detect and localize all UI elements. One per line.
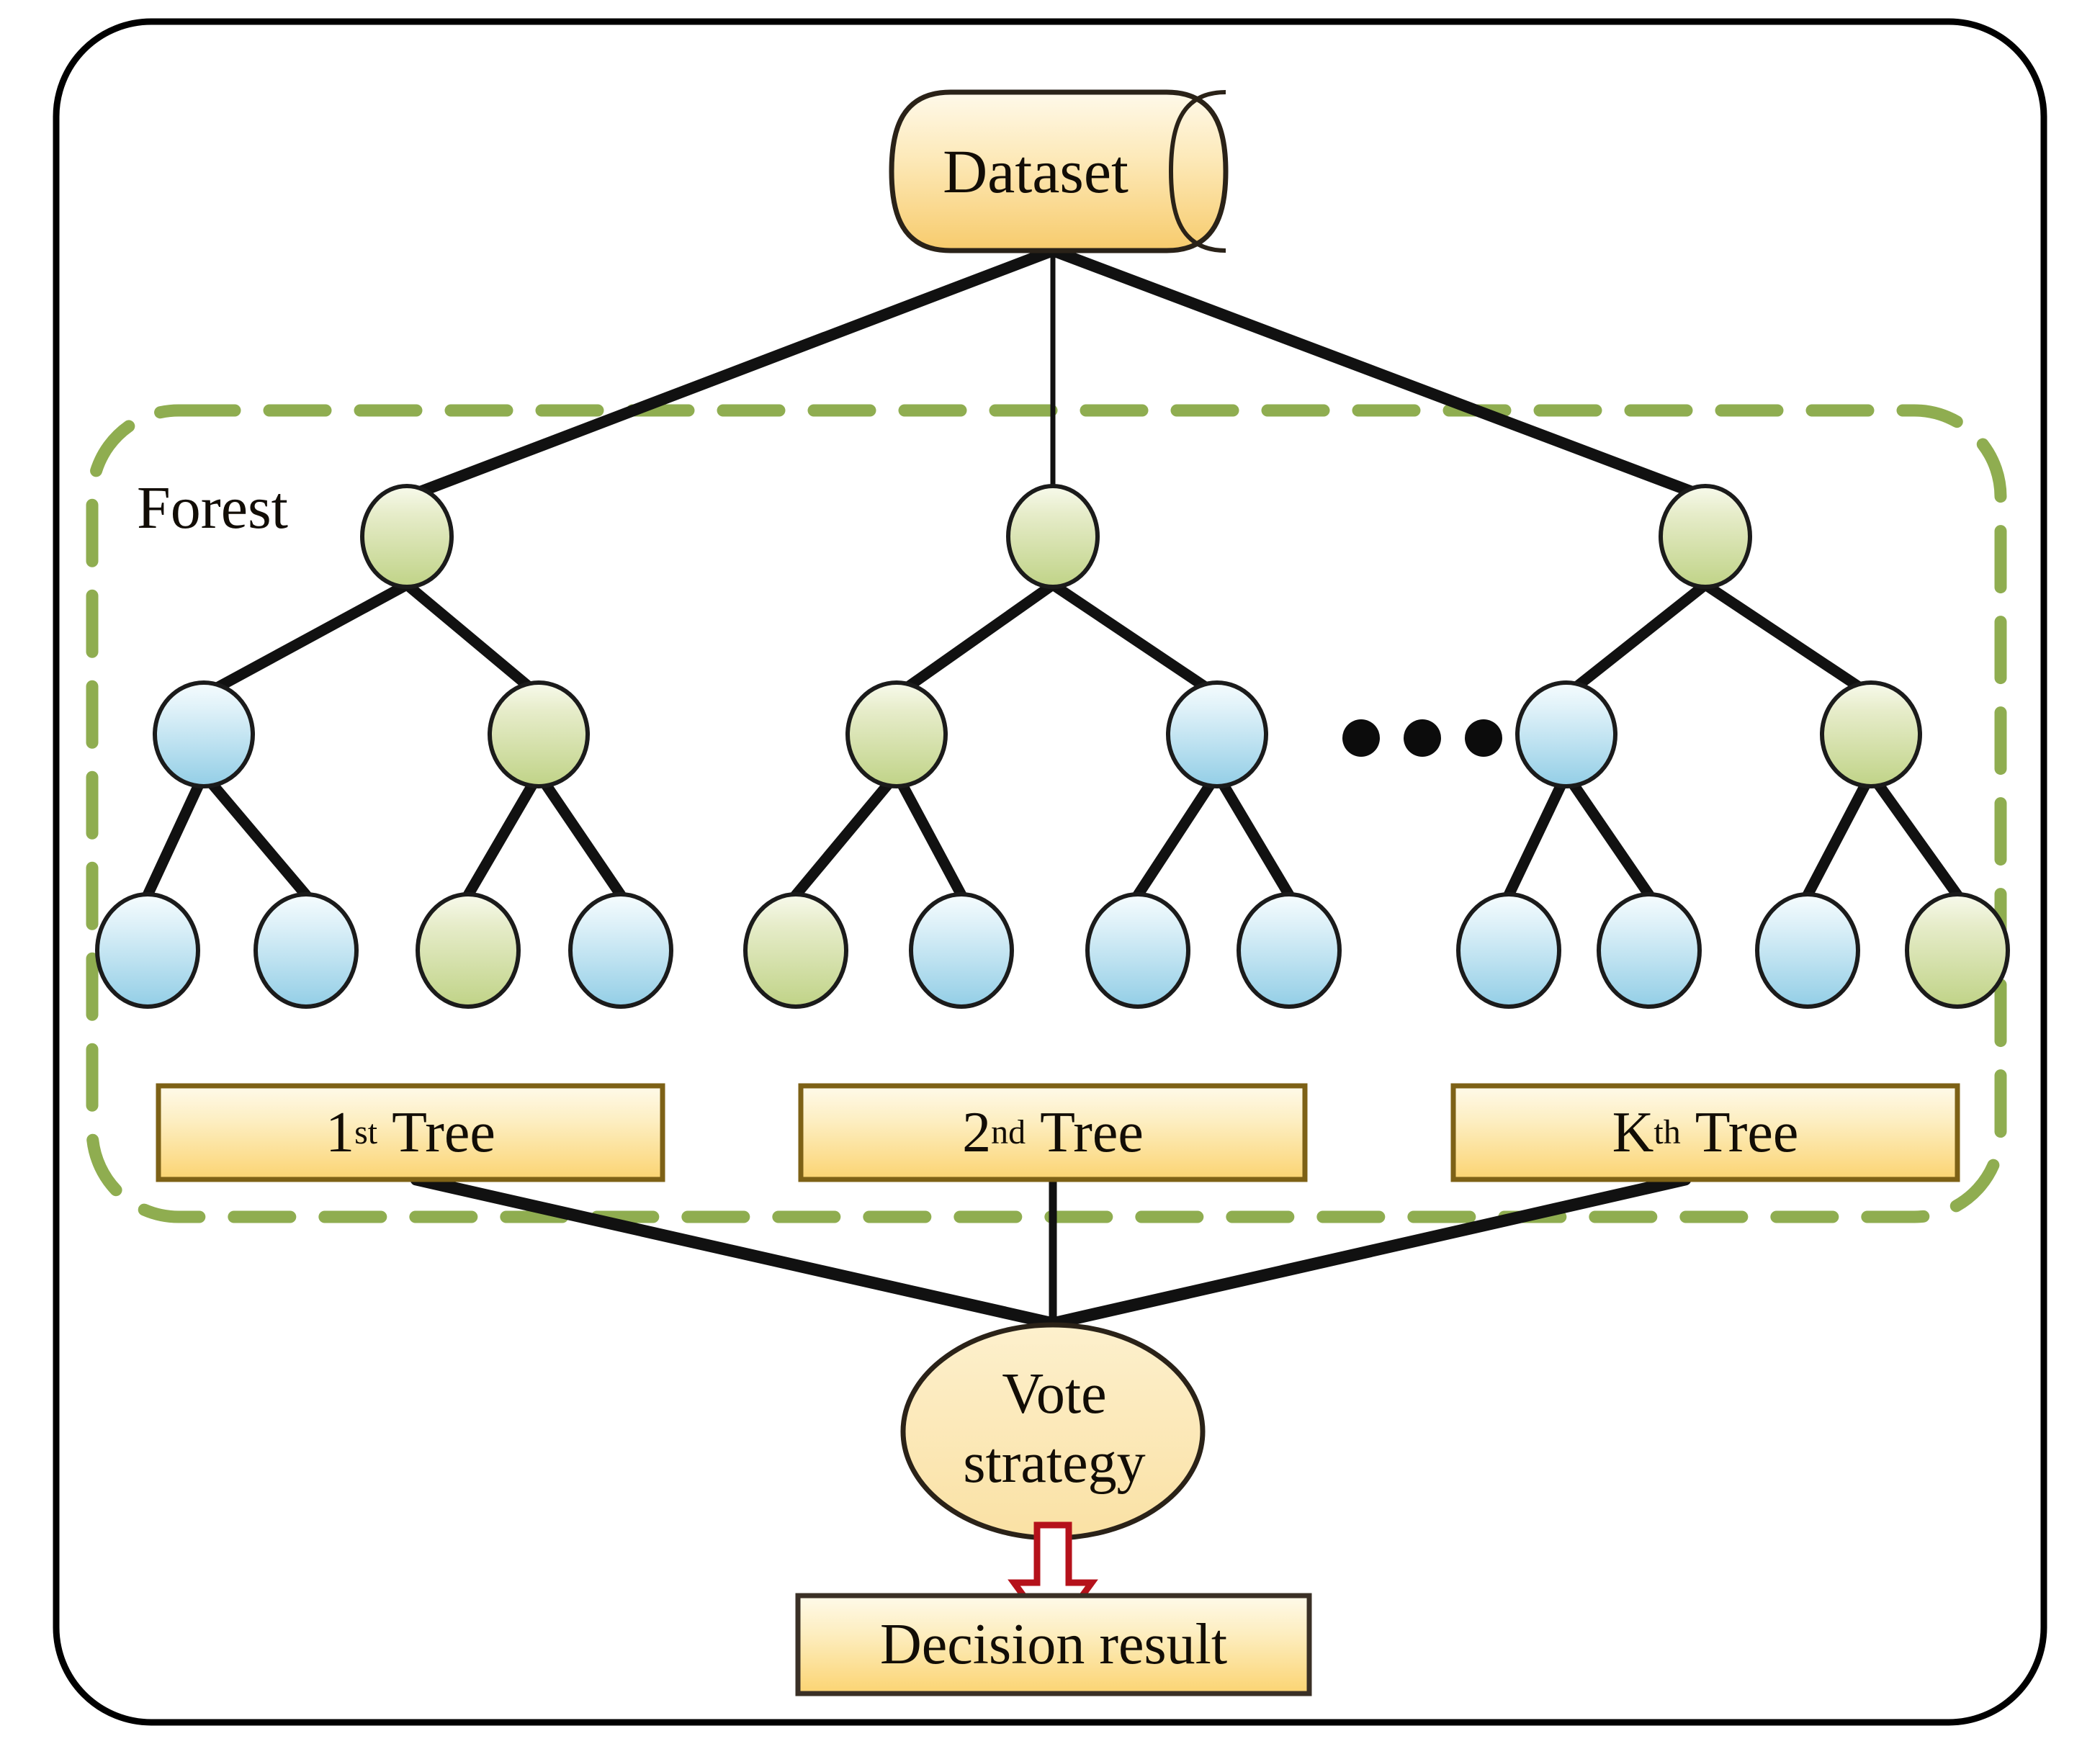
- tree-root-node: [1659, 484, 1752, 589]
- forest-group-box: [86, 404, 2007, 1223]
- tree-root-node: [1006, 484, 1100, 589]
- tree-label-box: [156, 1083, 665, 1182]
- tree-leaf-node: [743, 892, 848, 1009]
- tree-internal-node: [1166, 680, 1268, 788]
- tree-internal-node: [845, 680, 948, 788]
- tree-internal-node: [153, 680, 255, 788]
- tree-leaf-node: [416, 892, 521, 1009]
- tree-root-node: [360, 484, 454, 589]
- tree-edges: [142, 579, 1963, 901]
- tree-leaf-node: [1237, 892, 1342, 1009]
- tree-leaf-node: [1597, 892, 1702, 1009]
- tree-leaf-node: [1085, 892, 1190, 1009]
- tree-leaf-node: [253, 892, 359, 1009]
- tree-label-boxes: [156, 1083, 1960, 1182]
- tree-internal-node: [1820, 680, 1922, 788]
- tree-leaf-node: [1755, 892, 1860, 1009]
- ellipsis-dots-icon: [1342, 719, 1502, 757]
- tree-label-box: [798, 1083, 1308, 1182]
- tree-label-box: [1450, 1083, 1960, 1182]
- tree-internal-nodes: [153, 680, 1922, 788]
- outer-frame: [53, 18, 2047, 1726]
- dataset-cylinder: [889, 89, 1229, 253]
- tree-internal-node: [488, 680, 590, 788]
- decision-result-box: [795, 1593, 1312, 1696]
- tree-leaf-node: [909, 892, 1014, 1009]
- tree-leaf-node: [1456, 892, 1561, 1009]
- tree-roots: [360, 484, 1752, 589]
- vote-strategy-ellipse: [900, 1322, 1206, 1541]
- trees-to-vote-edges: [410, 1173, 1692, 1330]
- tree-leaf-node: [1905, 892, 2010, 1009]
- tree-leaf-node: [95, 892, 200, 1009]
- tree-internal-node: [1515, 680, 1617, 788]
- tree-leaf-nodes: [95, 892, 2010, 1009]
- tree-leaf-node: [568, 892, 673, 1009]
- dataset-to-roots-edges: [401, 245, 1711, 503]
